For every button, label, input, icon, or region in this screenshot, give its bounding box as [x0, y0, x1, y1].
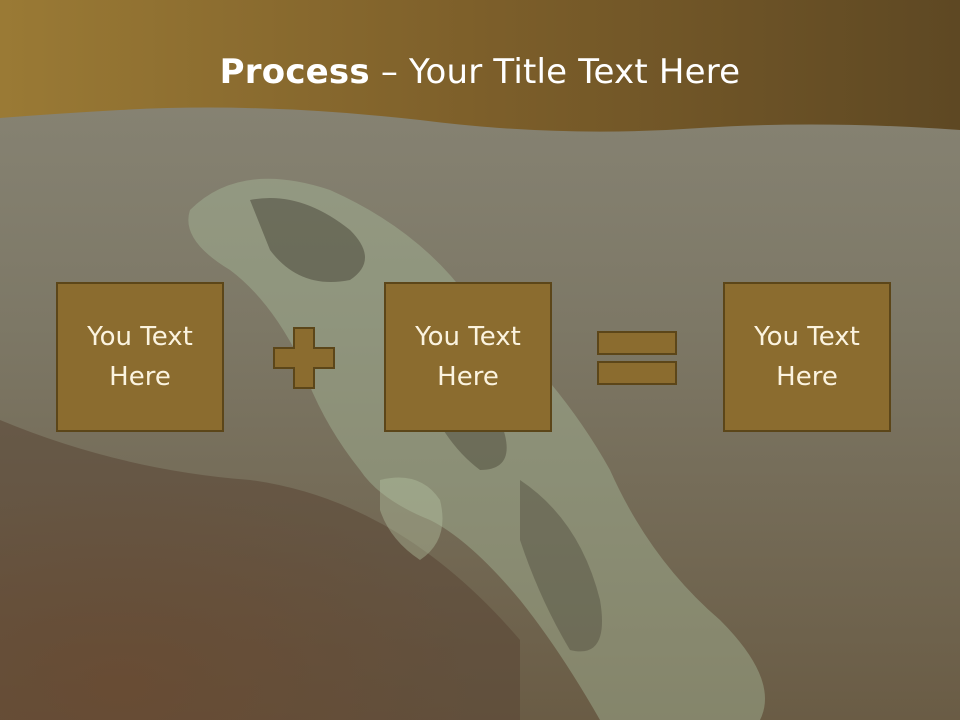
process-box-2[interactable]: You Text Here: [384, 282, 552, 432]
process-box-3[interactable]: You Text Here: [723, 282, 891, 432]
process-box-1[interactable]: You Text Here: [56, 282, 224, 432]
equals-icon: [597, 331, 677, 385]
plus-icon: [273, 327, 335, 389]
title-dash: –: [369, 52, 410, 92]
slide-title: Process – Your Title Text Here: [0, 52, 960, 92]
process-box-1-text: You Text Here: [87, 322, 193, 392]
title-bold: Process: [219, 52, 370, 92]
title-rest: Your Title Text Here: [409, 52, 741, 92]
process-box-3-text: You Text Here: [754, 322, 860, 392]
process-box-2-text: You Text Here: [415, 322, 521, 392]
